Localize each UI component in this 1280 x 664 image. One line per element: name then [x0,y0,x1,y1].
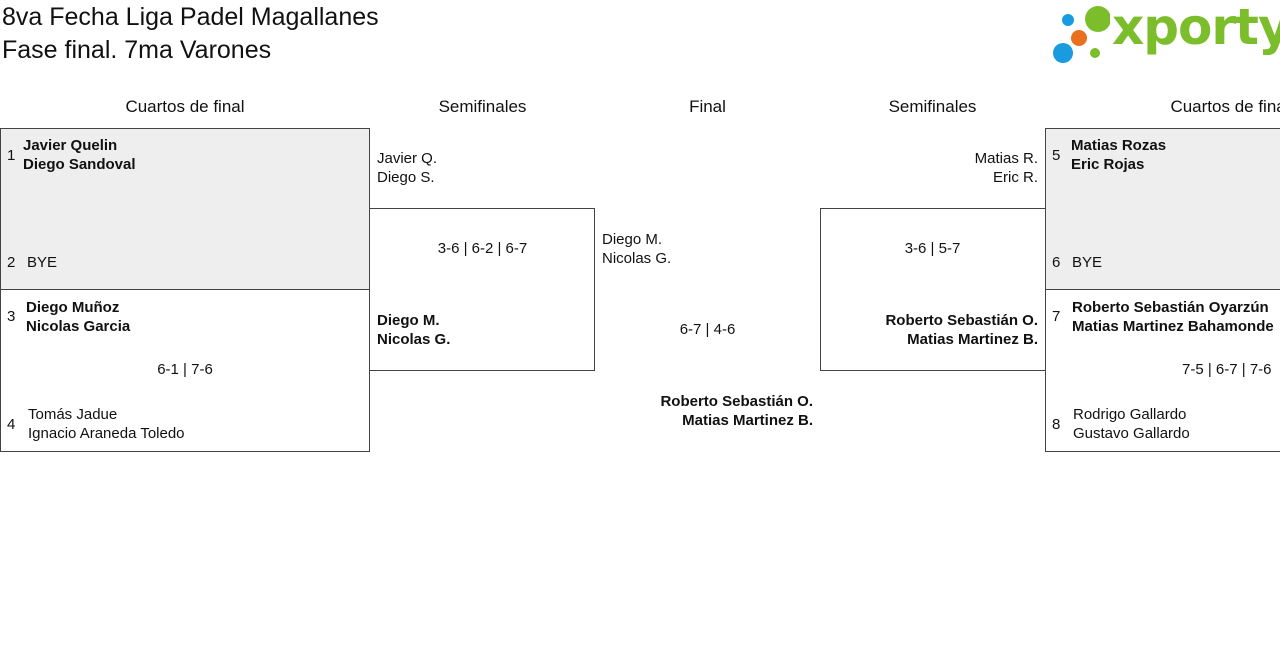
team-player: BYE [1072,254,1103,271]
logo-dot-green [1085,6,1110,32]
team-player: Javier Q. [377,150,438,167]
seed-number: 4 [7,416,16,433]
team-player: Roberto Sebastián O. [885,312,1038,329]
match-box-left-semi[interactable] [369,208,595,371]
team-player: Matias R. [974,150,1038,167]
team-player: Rodrigo Gallardo [1073,406,1187,423]
round-label-left-semis: Semifinales [438,97,527,116]
team-player: Roberto Sebastián O. [660,393,813,410]
match-score: 6-1 | 7-6 [157,361,213,378]
match-box-rq2[interactable] [1045,289,1280,452]
team-player: BYE [27,254,58,271]
team-player: Matias Martinez Bahamonde [1072,318,1274,335]
page-subtitle: Fase final. 7ma Varones [2,36,272,64]
match-box-lq1[interactable] [0,128,370,290]
match-box-right-semi[interactable] [820,208,1046,371]
round-label-final: Final [689,97,726,116]
seed-number: 3 [7,308,16,325]
team-player: Tomás Jadue [28,406,118,423]
team-player: Diego Sandoval [23,156,136,173]
match-score: 3-6 | 5-7 [904,240,961,257]
team-player: Matias Martinez B. [907,331,1038,348]
match-score: 6-7 | 4-6 [679,321,736,338]
match-box-lq2[interactable] [0,289,370,452]
logo-dots-icon [1053,6,1110,63]
team-player: Diego Muñoz [26,299,120,316]
round-label-left-quarters: Cuartos de final [125,97,245,116]
team-player: Javier Quelin [23,137,118,154]
seed-number: 1 [7,147,16,164]
logo-dot-green-small [1090,48,1100,58]
match-box-rq1[interactable] [1045,128,1280,290]
seed-number: 7 [1052,308,1061,325]
seed-number: 6 [1052,254,1061,271]
team-player: Diego S. [377,169,435,186]
team-player: Diego M. [602,231,663,248]
match-score: 7-5 | 6-7 | 7-6 [1182,361,1272,378]
team-player: Ignacio Araneda Toledo [28,425,185,442]
logo-dot-blue-small [1062,14,1074,26]
team-player: Diego M. [377,312,440,329]
team-player: Nicolas G. [377,331,451,348]
xporty-logo[interactable]: xporty [1050,0,1280,68]
team-player: Nicolas Garcia [26,318,131,335]
team-player: Matias Rozas [1071,137,1167,154]
round-label-right-semis: Semifinales [888,97,977,116]
page-title: 8va Fecha Liga Padel Magallanes [2,3,379,31]
team-player: Matias Martinez B. [682,412,813,429]
team-player: Nicolas G. [602,250,672,267]
team-player: Eric Rojas [1071,156,1145,173]
seed-number: 5 [1052,147,1061,164]
seed-number: 2 [7,254,16,271]
logo-text: xporty [1112,0,1280,56]
match-score: 3-6 | 6-2 | 6-7 [437,240,528,257]
team-player: Gustavo Gallardo [1073,425,1190,442]
team-player: Roberto Sebastián Oyarzún [1072,299,1269,316]
seed-number: 8 [1052,416,1061,433]
team-player: Eric R. [993,169,1038,186]
round-label-right-quarters: Cuartos de final [1170,97,1280,116]
logo-dot-blue-large [1053,43,1073,63]
logo-dot-orange [1071,30,1087,46]
